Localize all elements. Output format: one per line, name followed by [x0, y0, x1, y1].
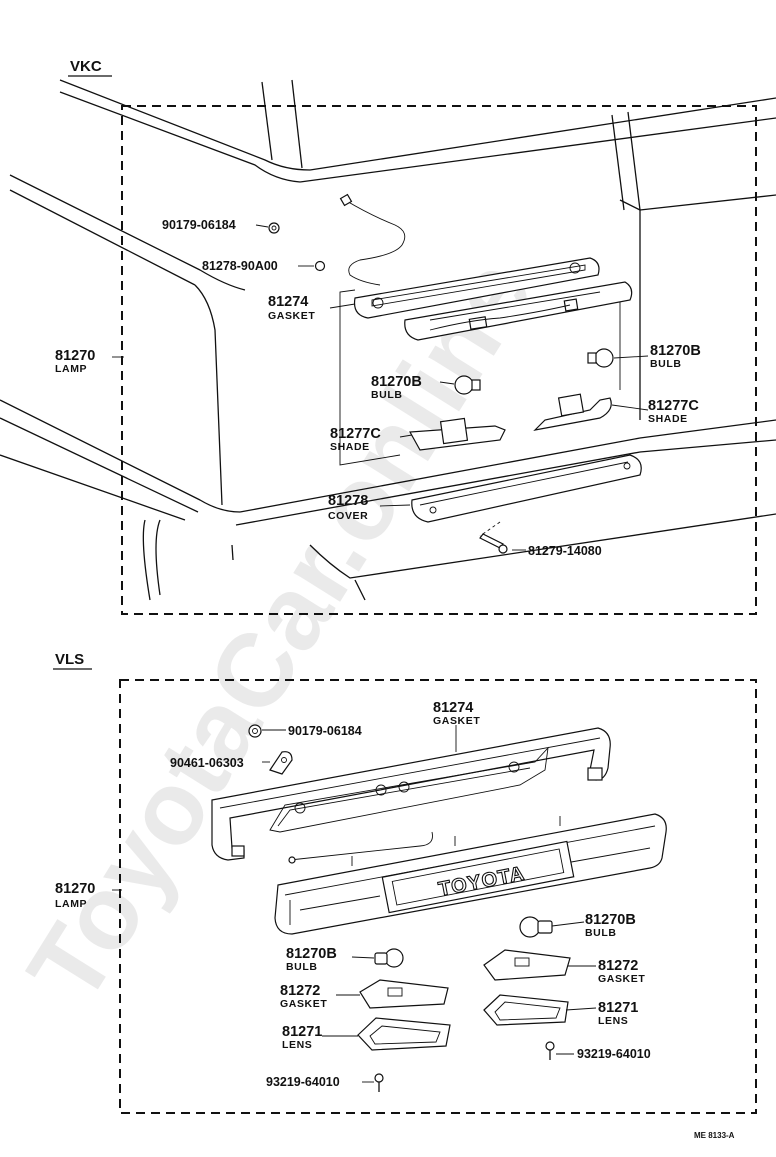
vkc-wire-harness [344, 199, 406, 286]
vehicle-rear-outline [0, 79, 776, 601]
vls-lens-left-name: LENS [282, 1039, 312, 1051]
vkc-grommet-icon [314, 260, 326, 272]
vls-clip-icon [269, 751, 293, 775]
vls-gasket-part [211, 727, 611, 861]
vls-lens-right-number: 81271 [598, 1000, 638, 1016]
vkc-bulb-right-icon [594, 348, 614, 368]
vls-gasket-left-part [359, 979, 449, 1009]
vkc-cover-name: COVER [328, 510, 368, 522]
vkc-bulb-right-name: BULB [650, 358, 682, 370]
vls-bulb-right-number: 81270B [585, 912, 636, 928]
vls-frame [119, 679, 757, 1114]
vkc-bulb-left-icon [454, 375, 474, 395]
vkc-gasket-number: 81274 [268, 294, 308, 310]
vls-lens-left-number: 81271 [282, 1024, 322, 1040]
vkc-screw-icon [479, 533, 504, 549]
vkc-grommet-label: 81278-90A00 [202, 259, 278, 273]
vkc-frame [121, 105, 757, 615]
vkc-shade-right-name: SHADE [648, 413, 688, 425]
vkc-bulb-right-number: 81270B [650, 343, 701, 359]
vls-screw-right-icon [545, 1041, 555, 1051]
vkc-nut-label: 90179-06184 [162, 218, 236, 232]
vkc-shade-left-number: 81277C [330, 426, 381, 442]
vkc-shade-left-name: SHADE [330, 441, 370, 453]
vkc-bulb-left-number: 81270B [371, 374, 422, 390]
vkc-gasket-name: GASKET [268, 310, 315, 322]
vls-gasket-right-part [483, 949, 571, 981]
vkc-title: VKC [70, 58, 102, 75]
vls-gasket-number: 81274 [433, 700, 473, 716]
vls-gasket-name: GASKET [433, 715, 480, 727]
vkc-wire-connector [339, 193, 353, 207]
vls-gasket-right-number: 81272 [598, 958, 638, 974]
vkc-section: VKC [0, 58, 776, 615]
vls-title: VLS [55, 651, 84, 668]
vls-bulb-left-name: BULB [286, 961, 318, 973]
vls-lamp-housing: TOYOTA [274, 813, 667, 935]
vls-gasket-right-name: GASKET [598, 973, 645, 985]
vkc-lamp-name: LAMP [55, 363, 87, 375]
vls-lamp-number: 81270 [55, 881, 95, 897]
vls-bulb-left-icon [384, 948, 404, 968]
vls-nut-icon [248, 724, 262, 738]
vls-bulb-right-name: BULB [585, 927, 617, 939]
vls-nut-label: 90179-06184 [288, 724, 362, 738]
vls-wire [289, 831, 433, 861]
vls-section: VLS [53, 651, 757, 1114]
vls-gasket-left-number: 81272 [280, 983, 320, 999]
vkc-cover-number: 81278 [328, 493, 368, 509]
vls-lamp-name: LAMP [55, 898, 87, 910]
vkc-screw-label: 81279-14080 [528, 544, 602, 558]
diagram-code: ME 8133-A [694, 1131, 735, 1140]
vkc-bulb-left-name: BULB [371, 389, 403, 401]
vls-bulb-left-number: 81270B [286, 946, 337, 962]
vls-lens-right-name: LENS [598, 1015, 628, 1027]
vkc-lamp-number: 81270 [55, 348, 95, 364]
vkc-cover-part [411, 454, 642, 523]
vls-screw-left-label: 93219-64010 [266, 1075, 340, 1089]
vkc-shade-right-number: 81277C [648, 398, 699, 414]
vkc-nut-icon [268, 222, 280, 234]
vls-clip-label: 90461-06303 [170, 756, 244, 770]
vls-bulb-right-icon [519, 916, 541, 938]
vls-screw-left-icon [374, 1073, 384, 1083]
vls-screw-right-label: 93219-64010 [577, 1047, 651, 1061]
vls-gasket-left-name: GASKET [280, 998, 327, 1010]
